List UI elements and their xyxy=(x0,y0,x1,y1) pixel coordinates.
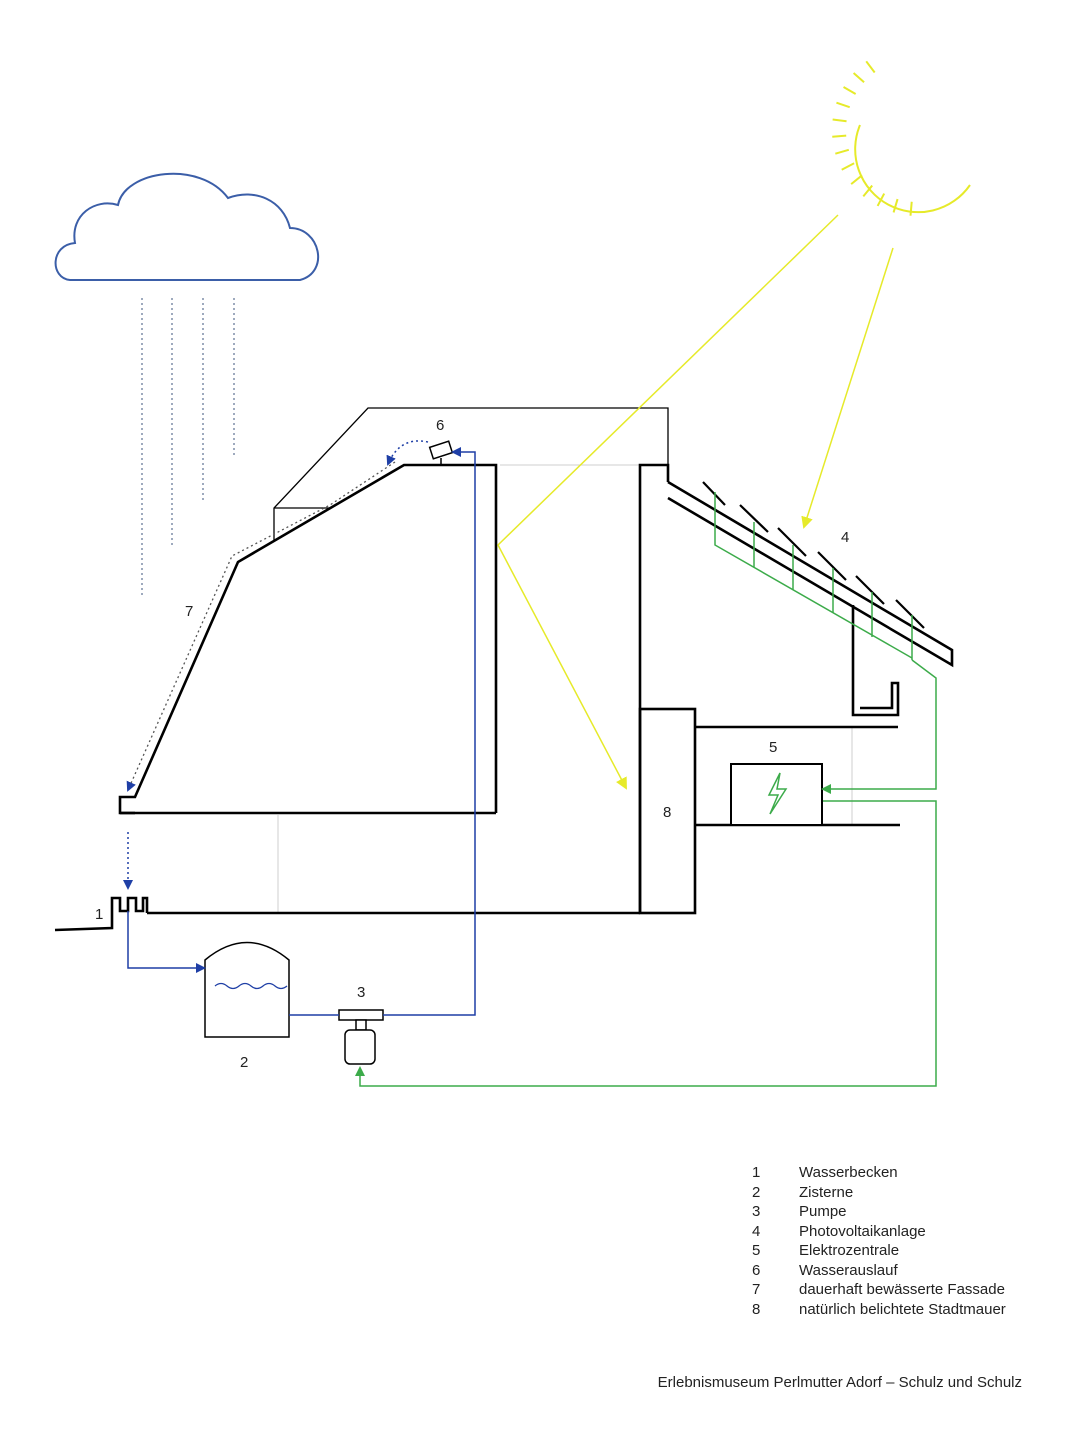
sun-ray xyxy=(850,174,863,185)
water-lines xyxy=(123,440,476,1016)
guide-lines xyxy=(277,464,853,913)
legend-text: Pumpe xyxy=(799,1203,847,1221)
label-3: 3 xyxy=(357,984,365,1001)
legend-number: 2 xyxy=(752,1183,761,1201)
electric-lines xyxy=(355,659,937,1087)
water-outlet xyxy=(428,440,454,465)
label-8: 8 xyxy=(663,804,671,821)
pump xyxy=(338,1009,384,1065)
pv-wiring xyxy=(714,492,913,660)
sun-ray xyxy=(865,60,876,74)
legend-item: 6 Wasserauslauf xyxy=(752,1261,1006,1281)
sun-ray xyxy=(832,118,847,123)
sun-ray xyxy=(876,193,886,207)
legend-text: Elektrozentrale xyxy=(799,1242,900,1260)
label-7: 7 xyxy=(185,603,193,620)
city-wall xyxy=(638,463,697,915)
facade-water-film xyxy=(126,461,396,792)
legend-item: 2 Zisterne xyxy=(752,1183,1006,1203)
legend-number: 4 xyxy=(752,1222,761,1240)
legend-text: Wasserbecken xyxy=(799,1164,898,1182)
legend-text: Wasserauslauf xyxy=(799,1261,898,1279)
facade-building xyxy=(118,463,498,815)
label-2: 2 xyxy=(240,1054,248,1071)
legend-item: 3 Pumpe xyxy=(752,1202,1006,1222)
roof-outline xyxy=(273,407,669,541)
sun-ray xyxy=(862,184,873,197)
legend-number: 7 xyxy=(752,1281,761,1299)
sun-ray xyxy=(835,148,850,155)
legend-text: dauerhaft bewässerte Fassade xyxy=(799,1281,1005,1299)
legend-item: 1 Wasserbecken xyxy=(752,1163,1006,1183)
legend-item: 8 natürlich belichtete Stadtmauer xyxy=(752,1300,1006,1320)
sun-ray xyxy=(892,198,899,213)
cloud-icon xyxy=(54,172,319,281)
label-4: 4 xyxy=(841,529,849,546)
sun-icon xyxy=(832,60,971,216)
label-1: 1 xyxy=(95,906,103,923)
legend: 1 Wasserbecken 2 Zisterne 3 Pumpe 4 Photovoltai… xyxy=(752,1163,1006,1319)
label-5: 5 xyxy=(769,739,777,756)
legend-number: 5 xyxy=(752,1242,761,1260)
sun-ray xyxy=(832,134,847,138)
legend-item: 4 Photovoltaikanlage xyxy=(752,1222,1006,1242)
legend-item: 5 Elektrozentrale xyxy=(752,1241,1006,1261)
water-basin xyxy=(54,896,640,932)
legend-text: Zisterne xyxy=(799,1183,854,1201)
rain-lines xyxy=(141,298,235,595)
sun-ray xyxy=(841,162,855,171)
legend-text: natürlich belichtete Stadtmauer xyxy=(799,1300,1006,1318)
cistern xyxy=(204,941,290,1038)
sun-ray xyxy=(909,201,913,216)
lightning-icon xyxy=(767,772,788,815)
pv-panels xyxy=(702,481,925,629)
solar-rays xyxy=(497,214,894,790)
sun-ray xyxy=(836,101,851,109)
legend-number: 1 xyxy=(752,1164,761,1182)
water-wave-icon xyxy=(214,982,288,990)
electro-central xyxy=(730,763,823,826)
caption: Erlebnismuseum Perlmutter Adorf – Schulz… xyxy=(657,1374,1022,1391)
legend-number: 6 xyxy=(752,1261,761,1279)
sun-ray xyxy=(852,72,865,84)
legend-number: 8 xyxy=(752,1300,761,1318)
legend-item: 7 dauerhaft bewässerte Fassade xyxy=(752,1280,1006,1300)
legend-text: Photovoltaikanlage xyxy=(799,1222,926,1240)
legend-number: 3 xyxy=(752,1203,761,1221)
sun-ray xyxy=(843,86,857,95)
label-6: 6 xyxy=(436,417,444,434)
